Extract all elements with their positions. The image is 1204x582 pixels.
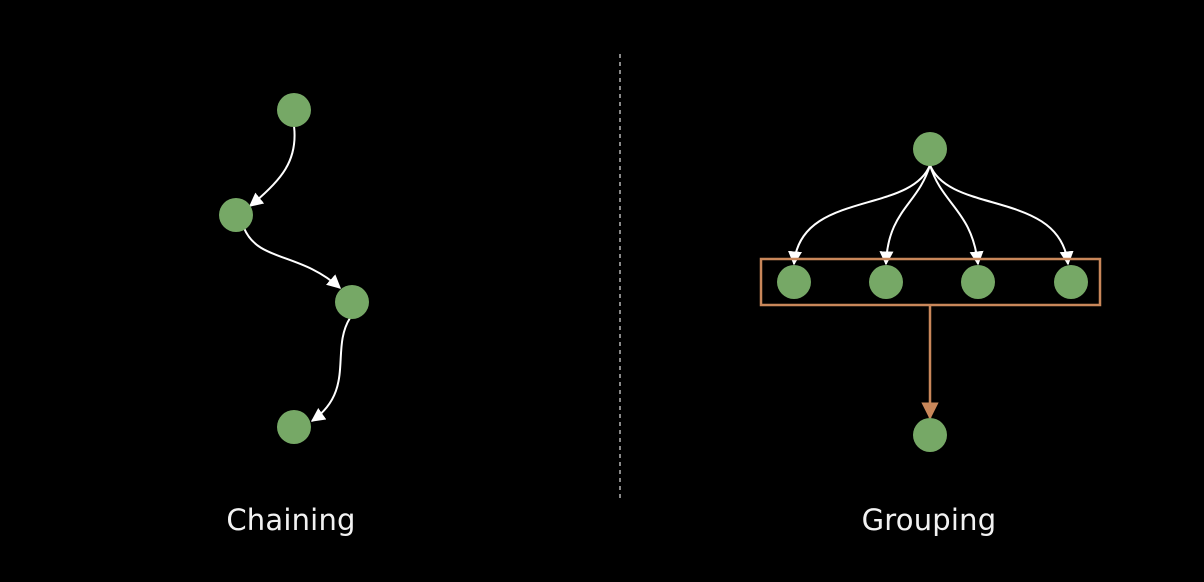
chaining-panel [219,93,369,444]
chain-node-3 [335,285,369,319]
chain-arrow-1 [248,125,296,207]
group-member-node-2 [869,265,903,299]
group-arrow-1 [788,164,931,266]
chain-node-2 [219,198,253,232]
group-source-node [913,132,947,166]
group-result-node [913,418,947,452]
grouping-caption: Grouping [861,503,997,537]
chain-arrow-3 [310,317,351,422]
group-member-node-3 [961,265,995,299]
chain-node-4 [277,410,311,444]
group-arrow-4 [929,164,1074,266]
chain-node-1 [277,93,311,127]
group-member-node-4 [1054,265,1088,299]
group-member-node-1 [777,265,811,299]
chaining-caption: Chaining [226,503,356,537]
chain-arrow-2 [243,227,342,289]
group-box [759,257,1102,307]
group-arrow-2 [879,164,931,266]
grouping-panel [759,132,1102,452]
group-arrow-3 [929,164,984,266]
